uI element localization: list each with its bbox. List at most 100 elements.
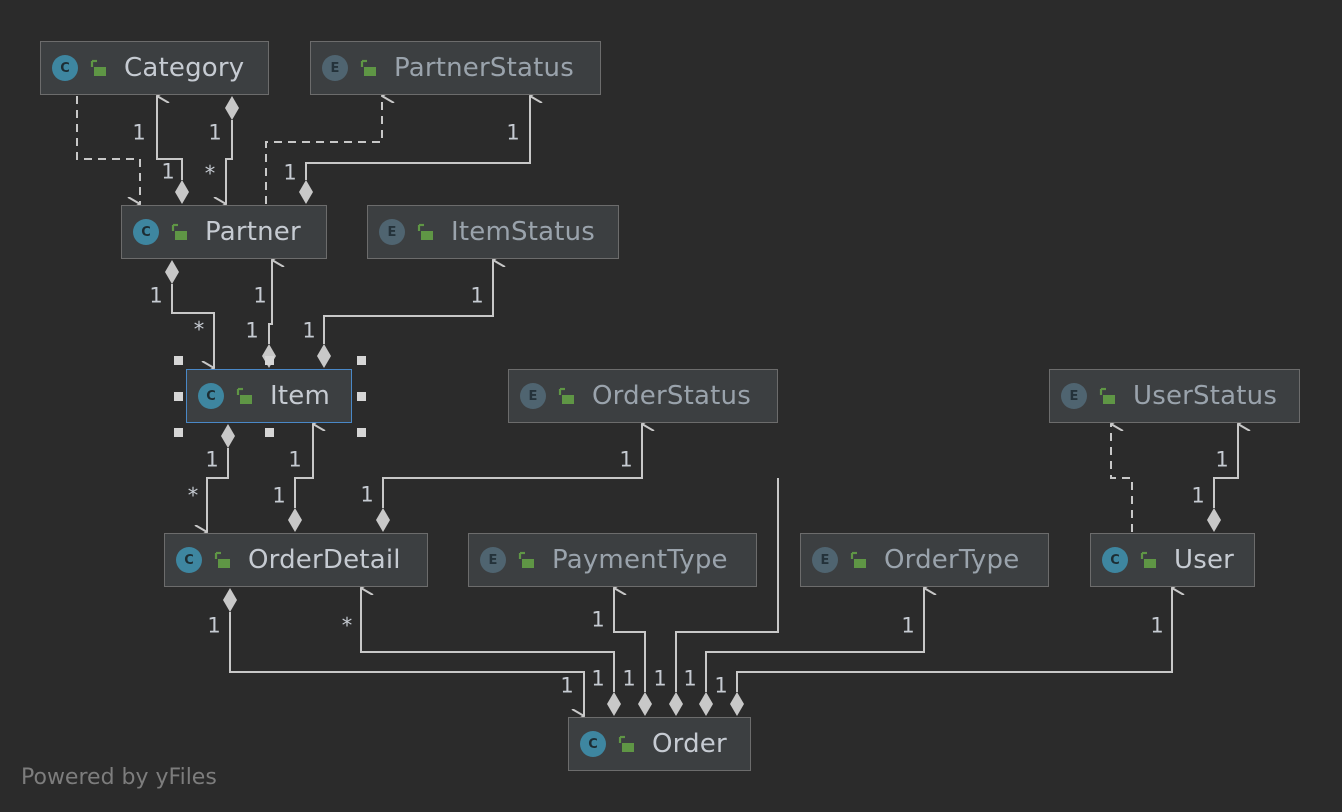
multiplicity-label: 1 [205,447,219,472]
multiplicity-label: 1 [901,613,915,638]
enum-node-payment-type[interactable]: E PaymentType [468,533,757,587]
diamond-order-status [669,692,683,716]
unlocked-icon [236,387,252,404]
association-order-user [736,588,1172,692]
association-order-payment [613,588,646,692]
association-detail-status [382,424,642,508]
enum-node-user-status[interactable]: E UserStatus [1049,369,1300,423]
association-detail-item [294,424,313,508]
selection-handle[interactable] [265,428,274,437]
class-node-user[interactable]: C User [1090,533,1255,587]
enum-icon: E [480,547,506,573]
unlocked-icon [214,551,230,568]
enum-icon: E [379,219,405,245]
multiplicity-label: 1 [1191,483,1205,508]
multiplicity-label: 1 [1150,613,1164,638]
unlocked-icon [618,735,634,752]
class-node-partner[interactable]: C Partner [121,205,327,259]
multiplicity-label: * [193,317,205,342]
enum-node-order-status[interactable]: E OrderStatus [508,369,778,423]
enum-node-partner-status[interactable]: E PartnerStatus [310,41,601,95]
class-node-item[interactable]: C Item [186,369,352,423]
diamond-partner-status [299,180,313,204]
node-title: Order [652,729,727,759]
multiplicity-label: 1 [714,673,728,698]
node-title: User [1174,545,1235,575]
diamond-partner-category [175,180,189,204]
multiplicity-label: 1 [302,318,316,343]
multiplicity-label: 1 [360,482,374,507]
node-title: OrderType [884,545,1020,575]
multiplicity-label: 1 [208,120,222,145]
association-order-status [675,478,779,692]
node-title: Category [124,53,245,83]
diamond-detail-order [223,588,237,612]
diamond-order-payment [638,692,652,716]
enum-icon: E [520,383,546,409]
association-partner-items [171,284,215,368]
enum-icon: E [1061,383,1087,409]
multiplicity-label: 1 [506,120,520,145]
multiplicity-label: 1 [683,666,697,691]
node-title: UserStatus [1133,381,1278,411]
class-node-order[interactable]: C Order [568,717,751,771]
node-title: OrderDetail [248,545,401,575]
association-category-partners [226,120,233,204]
unlocked-icon [417,223,433,240]
selection-handle[interactable] [357,392,366,401]
multiplicity-label: 1 [560,673,574,698]
multiplicity-label: 1 [288,447,302,472]
selection-handle[interactable] [357,428,366,437]
unlocked-icon [360,59,376,76]
association-partner-category [156,96,183,180]
class-node-order-detail[interactable]: C OrderDetail [164,533,428,587]
diamond-user-status [1207,508,1221,532]
multiplicity-label: 1 [653,666,667,691]
selection-handle[interactable] [174,356,183,365]
multiplicity-label: 1 [272,483,286,508]
dependency-partner-category [76,96,141,204]
class-icon: C [52,55,78,81]
selection-handle[interactable] [357,356,366,365]
dependency-user-userstatus [1110,424,1133,532]
multiplicity-label: 1 [149,283,163,308]
diamond-order-user [730,692,744,716]
multiplicity-label: 1 [283,160,297,185]
enum-node-order-type[interactable]: E OrderType [800,533,1049,587]
selection-handle[interactable] [174,428,183,437]
diamond-order-type [699,692,713,716]
multiplicity-label: 1 [245,318,259,343]
association-detail-order [229,612,585,716]
multiplicity-label: 1 [253,283,267,308]
selection-handle[interactable] [174,392,183,401]
association-item-status [323,260,493,344]
diamond-item-status [317,344,331,368]
class-icon: C [133,219,159,245]
diamond-detail-item [288,508,302,532]
selection-handle[interactable] [265,356,274,365]
association-item-partner [268,260,272,344]
node-title: Item [270,381,330,411]
multiplicity-label: 1 [161,159,175,184]
multiplicity-label: 1 [470,283,484,308]
unlocked-icon [1099,387,1115,404]
diamond-partner-items [165,260,179,284]
association-partner-status [305,96,530,180]
class-node-category[interactable]: C Category [40,41,269,95]
diamond-detail-status [376,508,390,532]
multiplicity-label: * [187,483,199,508]
association-order-details [360,588,615,692]
unlocked-icon [171,223,187,240]
class-icon: C [580,731,606,757]
multiplicity-label: 1 [619,447,633,472]
unlocked-icon [90,59,106,76]
association-item-details [207,448,229,532]
multiplicity-label: 1 [591,666,605,691]
multiplicity-label: * [204,161,216,186]
class-icon: C [198,383,224,409]
node-title: ItemStatus [451,217,596,247]
enum-node-item-status[interactable]: E ItemStatus [367,205,619,259]
class-icon: C [176,547,202,573]
diamond-category-partners [225,96,239,120]
